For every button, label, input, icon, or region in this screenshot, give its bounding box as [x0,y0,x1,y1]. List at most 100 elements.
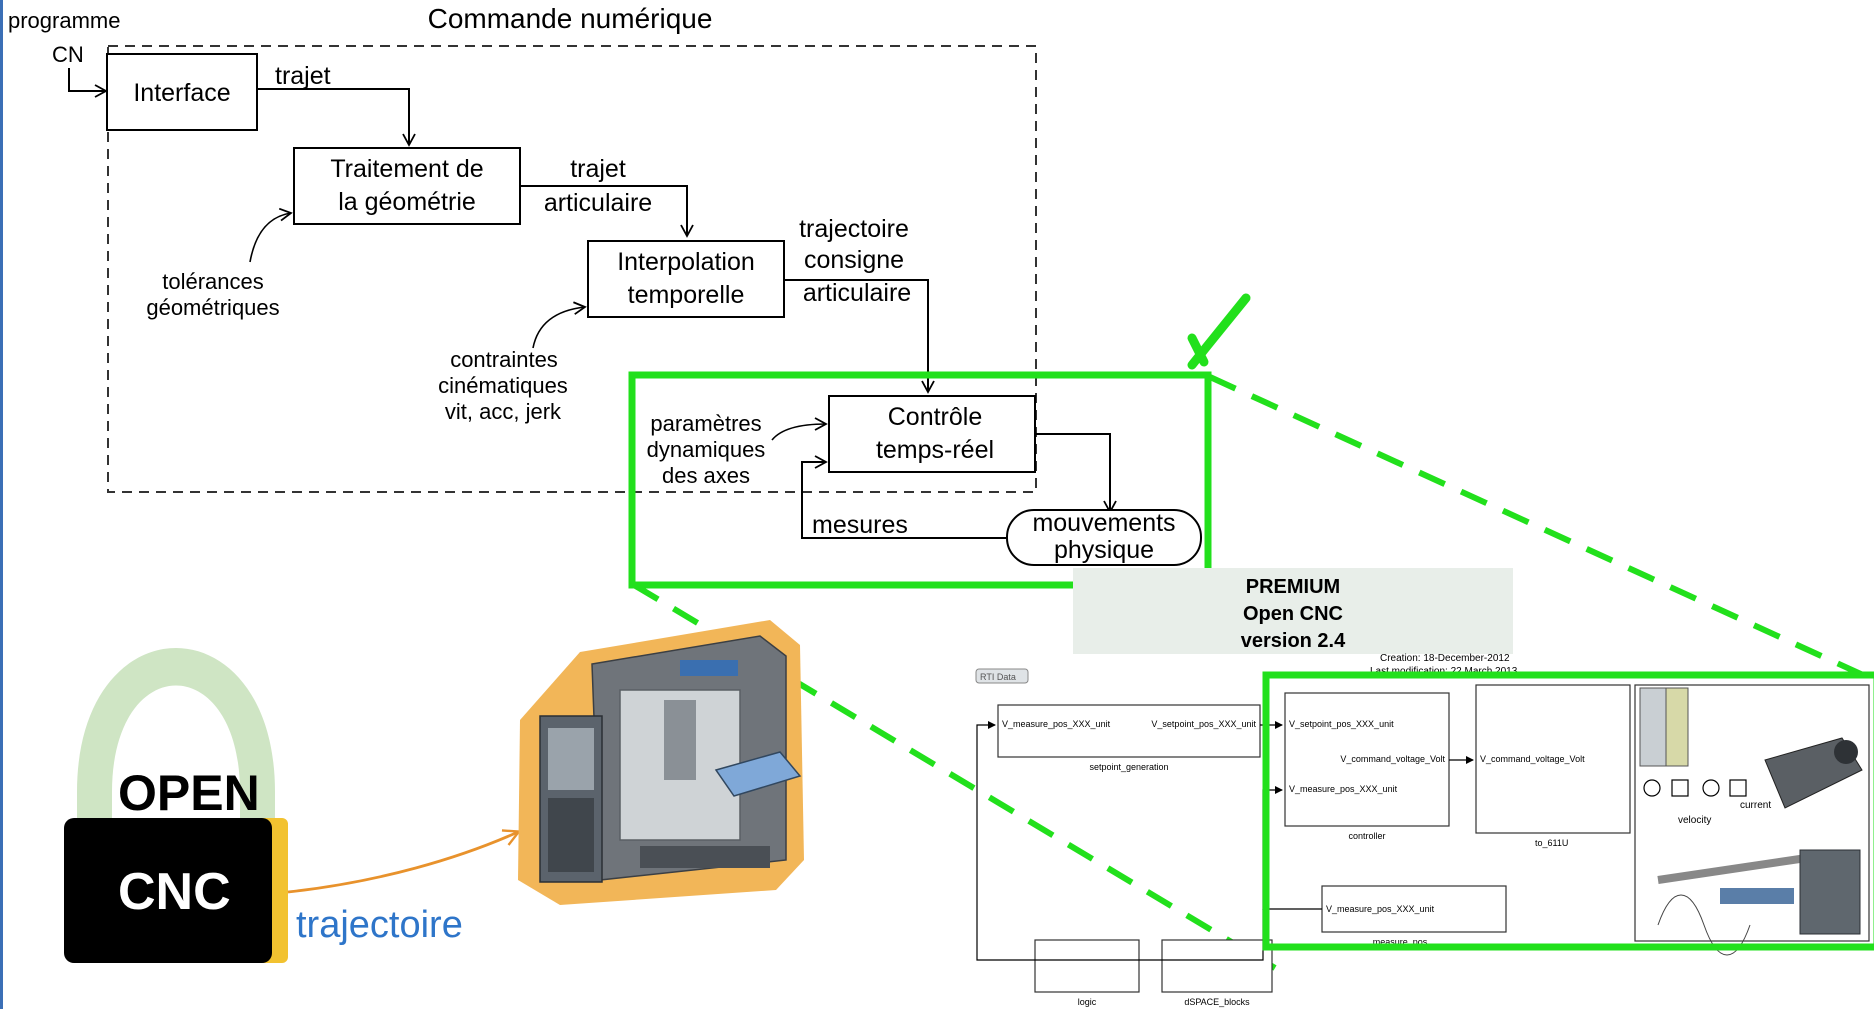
model-header-line2: Open CNC [1243,603,1343,625]
checkmark-left [1187,333,1209,367]
zoom-line-top [1208,374,1874,683]
controller-in2-port: V_measure_pos_XXX_unit [1289,784,1398,794]
constraints-line2: cinématiques [438,373,568,398]
simulink-model: PREMIUM Open CNC version 2.4 Creation: 1… [975,568,1874,1007]
simulink-highlight-box [1262,671,1874,951]
drive-in-port: V_command_voltage_Volt [1480,754,1585,764]
geometry-block [293,147,521,225]
geometry-line2: la géométrie [338,188,476,216]
machine-base [640,846,770,868]
model-creation-date: Creation: 18-December-2012 [1380,653,1510,664]
encoder-scale [1720,888,1794,904]
lock-shackle [77,648,275,825]
dynamic-params-arrow [771,417,828,441]
open-cnc-logo: OPEN CNC trajectoire [64,648,518,963]
logo-open-word: OPEN [118,765,260,821]
logo-cnc-word: CNC [118,863,231,921]
interface-block [106,53,258,131]
realtime-highlight-box [628,371,1212,589]
motion-line1: mouvements [1032,509,1175,537]
interp-line2: temporelle [628,281,745,309]
drive-block [1475,684,1631,834]
machine-tool-image [518,620,804,905]
traj-cons-line1: trajectoire [799,215,909,243]
tolerances-line1: tolérances [162,269,264,294]
setpoint-out-port: V_setpoint_pos_XXX_unit [1151,719,1256,729]
trajet-label: trajet [275,62,331,90]
dspace-block-name: dSPACE_blocks [1184,997,1250,1007]
highlight-overlay [628,293,1874,971]
drive-block-name: to_611U [1535,838,1568,848]
trajectory-arrow [287,832,518,894]
dspace-block [1161,939,1273,993]
sum-junction-2 [1702,779,1720,797]
trajet-art-line2: articulaire [544,189,652,217]
controller-in1-port: V_setpoint_pos_XXX_unit [1289,719,1394,729]
measure-out-port: V_measure_pos_XXX_unit [1326,904,1435,914]
rti-data-label: RTI Data [980,672,1016,682]
machine-thumbnail [1799,849,1861,935]
drive-module-2 [1665,687,1689,767]
signal-measure-to-setpoint [976,721,1264,961]
control-line1: Contrôle [888,403,983,431]
tolerances-line2: géométriques [146,295,279,320]
geometry-line1: Traitement de [330,155,483,183]
command-arrow [1036,433,1117,514]
interp-line1: Interpolation [617,248,755,276]
trajet-articulaire-arrow [521,185,694,238]
rti-data-tag [975,668,1029,684]
traj-cons-line3: articulaire [803,279,911,307]
velocity-label: velocity [1678,815,1711,826]
input-arrow [68,68,108,98]
constraints-line3: vit, acc, jerk [445,399,562,424]
motion-line2: physique [1054,536,1154,564]
controller-block-name: controller [1348,831,1385,841]
control-panel [714,751,802,797]
linear-encoder [1657,852,1821,884]
setpoint-in-port: V_measure_pos_XXX_unit [1002,719,1111,729]
control-line2: temps-réel [876,436,994,464]
drive-module-1 [1639,687,1667,767]
mesures-label: mesures [812,511,908,539]
logic-block [1034,939,1140,993]
controller-block [1284,692,1450,827]
constraints-line1: contraintes [450,347,558,372]
controller-out-port: V_command_voltage_Volt [1340,754,1445,764]
motion-block [1006,509,1202,566]
model-header-band [1073,568,1513,654]
sum-junction-1 [1643,779,1661,797]
measures-feedback-arrow [801,455,1006,539]
input-label-line2: CN [52,42,84,67]
measure-block-name: measure_pos [1373,937,1428,947]
diagram-title: Commande numérique [428,3,713,34]
velocity-gain [1671,779,1689,797]
model-header-line3: version 2.4 [1241,630,1346,652]
setpoint-block-name: setpoint_generation [1089,762,1168,772]
dyn-line1: paramètres [650,411,761,436]
cabinet-door [548,798,594,872]
motor-shaft [1834,740,1858,764]
lock-body [64,818,272,963]
input-label-line1: programme [8,8,120,33]
interface-label: Interface [133,79,230,107]
left-border [0,0,3,1009]
cnc-block-diagram: Commande numérique programme CN Interfac… [8,3,1202,566]
machine-brand-plate [680,660,738,676]
numeric-control-frame [107,45,1037,493]
zoom-line-bottom [632,582,1277,971]
constraints-arrow [532,301,587,349]
dyn-line3: des axes [662,463,750,488]
model-header-line1: PREMIUM [1246,576,1340,598]
control-block [828,395,1036,473]
tolerances-arrow [249,207,293,263]
cabinet-panel [548,728,594,790]
interpolation-block [587,240,785,318]
logic-block-name: logic [1078,997,1097,1007]
machine-spindle [664,700,696,780]
traj-cons-line2: consigne [804,246,904,274]
trajet-art-line1: trajet [570,155,626,183]
trajectoire-consigne-arrow [785,279,935,394]
setpoint-generation-block [997,704,1261,758]
